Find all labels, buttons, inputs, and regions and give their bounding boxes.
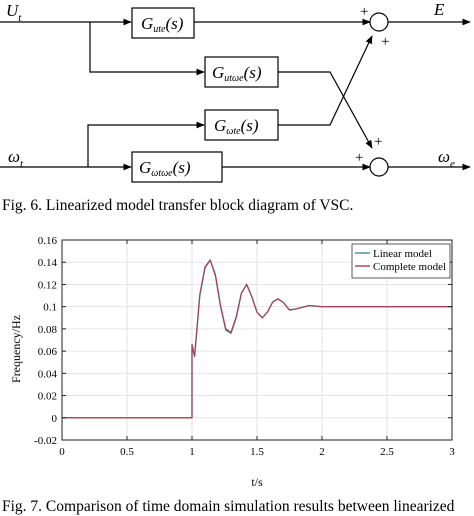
y-tick-label: 0: [52, 413, 58, 425]
summing-junction-top: [369, 12, 389, 32]
signal-line: [278, 71, 373, 149]
input-label-u: Ut: [6, 1, 22, 24]
signal-line: [278, 35, 373, 126]
summing-junction-bottom: [369, 157, 389, 177]
figure-7-caption: Fig. 7. Comparison of time domain simula…: [2, 498, 455, 515]
x-tick-label: 1.5: [250, 446, 264, 458]
sign-plus: +: [374, 134, 382, 150]
y-axis-label: Frequency/Hz: [9, 315, 23, 383]
y-tick-label: 0.02: [38, 391, 57, 403]
y-tick-label: 0.1: [43, 302, 57, 314]
signal-line: [89, 22, 205, 76]
block-label-gute: Gute(s): [141, 14, 184, 35]
sign-plus: +: [360, 4, 368, 20]
series-line-complete: [62, 259, 452, 419]
output-label-e: E: [433, 0, 445, 19]
output-label-omega: ωe: [438, 147, 455, 170]
block-diagram: Ut ωt E ωe Gute(s) Gutωe(s) Gωte(s) Gωtω…: [0, 0, 471, 183]
x-tick-label: 0: [59, 446, 65, 458]
block-gwte: [204, 109, 279, 141]
plot-frame: [61, 239, 453, 441]
legend-label: Linear model: [373, 248, 432, 260]
y-tick-label: 0.12: [38, 279, 57, 291]
block-label-gwtwe: Gωtωe(s): [139, 158, 191, 179]
y-tick-label: 0.16: [38, 235, 58, 247]
x-tick-label: 2.5: [380, 446, 394, 458]
x-tick-label: 2: [319, 446, 325, 458]
sign-plus: +: [355, 150, 363, 166]
y-tick-label: 0.04: [38, 368, 58, 380]
block-label-gutwe: Gutωe(s): [212, 63, 262, 84]
figure-6-caption: Fig. 6. Linearized model transfer block …: [2, 197, 354, 214]
x-tick-label: 1: [189, 446, 195, 458]
input-label-omega: ωt: [8, 147, 24, 170]
block-gutwe: [204, 56, 279, 88]
y-tick-label: 0.08: [38, 324, 58, 336]
x-tick-label: 3: [449, 446, 455, 458]
block-gute: [131, 7, 195, 39]
y-tick-label: -0.02: [34, 435, 57, 447]
sign-plus: +: [381, 34, 389, 50]
block-label-gwte: Gωte(s): [214, 116, 259, 137]
y-tick-label: 0.06: [38, 346, 58, 358]
block-gwtwe: [131, 151, 223, 183]
x-axis-label: t/s: [251, 475, 263, 489]
legend-label: Complete model: [373, 261, 446, 273]
legend-box: [351, 243, 451, 279]
signal-line: [87, 121, 205, 167]
x-tick-label: 0.5: [120, 446, 134, 458]
y-tick-label: 0.14: [38, 257, 58, 269]
